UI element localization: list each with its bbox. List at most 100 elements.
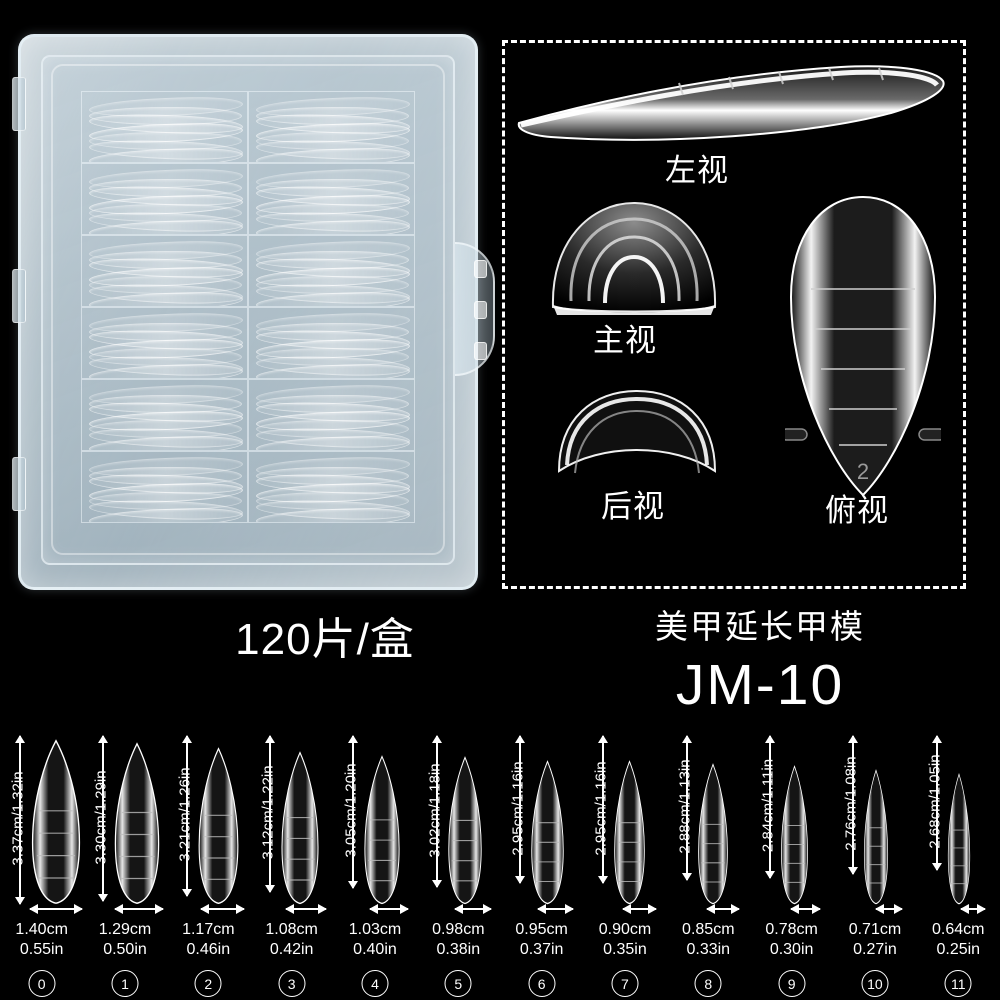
product-case-photo xyxy=(12,34,495,590)
height-dimension: 3.05cm/1.20in xyxy=(335,735,365,889)
height-arrow-icon xyxy=(431,735,442,888)
width-in-value: 0.55in xyxy=(19,941,64,958)
width-arrow-icon xyxy=(29,904,83,914)
height-dimension: 2.95cm/1.16in xyxy=(502,735,532,884)
size-column: 2.95cm/1.16in 0.90cm 0.35in 7 xyxy=(583,726,666,1000)
nail-form-icon xyxy=(113,741,161,906)
width-in-value: 0.42in xyxy=(269,941,314,958)
nail-tip-stack xyxy=(82,164,247,234)
width-arrow-icon xyxy=(790,904,822,914)
size-index-badge[interactable]: 5 xyxy=(444,970,472,997)
width-arrow-icon xyxy=(705,904,740,914)
nail-tip xyxy=(255,204,410,222)
nail-tip xyxy=(88,322,243,341)
height-dimension: 2.88cm/1.13in xyxy=(669,735,699,881)
case-clip-top xyxy=(474,260,487,278)
nail-tip xyxy=(88,492,243,510)
nail-form-icon xyxy=(697,762,729,906)
height-arrow-icon xyxy=(931,735,942,871)
nail-form-icon xyxy=(947,772,971,906)
top-view-nail-icon: 2 xyxy=(785,195,941,497)
size-index-badge[interactable]: 6 xyxy=(528,970,556,997)
four-view-diagram-panel: 左视 主视 后视 xyxy=(502,40,966,589)
width-in-value: 0.33in xyxy=(686,941,731,958)
compartment-cell xyxy=(81,235,248,307)
width-in-value: 0.37in xyxy=(519,941,564,958)
case-hinge-middle xyxy=(12,269,26,323)
compartment-cell xyxy=(248,163,415,235)
nail-tip xyxy=(255,132,410,150)
width-arrow-icon xyxy=(621,904,657,914)
size-index-badge[interactable]: 4 xyxy=(361,970,389,997)
size-index-badge[interactable]: 10 xyxy=(861,970,889,997)
compartment-cell xyxy=(248,307,415,379)
compartment-cell xyxy=(248,91,415,163)
size-index-badge[interactable]: 0 xyxy=(28,970,56,997)
nail-tip-stack xyxy=(82,92,247,162)
compartment-cell xyxy=(81,163,248,235)
width-arrow-icon xyxy=(959,904,986,914)
size-index-badge[interactable]: 3 xyxy=(278,970,306,997)
size-index-badge[interactable]: 8 xyxy=(694,970,722,997)
nail-tip xyxy=(88,178,243,197)
width-cm-value: 0.71cm xyxy=(848,921,902,938)
size-index-badge[interactable]: 7 xyxy=(611,970,639,997)
nail-tip xyxy=(255,466,410,485)
product-title-chinese: 美甲延长甲模 xyxy=(655,608,865,645)
nail-form-icon xyxy=(530,759,565,906)
size-index-badge[interactable]: 2 xyxy=(194,970,222,997)
height-dimension: 2.95cm/1.16in xyxy=(585,735,615,884)
width-cm-value: 0.90cm xyxy=(598,921,652,938)
nail-tip xyxy=(88,276,243,294)
nail-tip xyxy=(255,420,410,438)
top-view-size-mark: 2 xyxy=(857,459,869,484)
product-model-code: JM-10 xyxy=(675,653,845,717)
nail-tip-stack xyxy=(249,164,414,234)
nail-form-icon xyxy=(613,759,646,906)
height-label: 3.37cm/1.32in xyxy=(9,771,27,866)
top-view-label: 俯视 xyxy=(825,493,889,528)
nail-form-icon xyxy=(780,764,809,906)
case-latch xyxy=(455,242,495,376)
height-label: 2.68cm/1.05in xyxy=(926,754,944,849)
width-in-value: 0.35in xyxy=(603,941,647,958)
nail-tip xyxy=(255,250,410,269)
back-view-nail-icon xyxy=(557,389,717,474)
nail-tip xyxy=(88,466,243,485)
width-arrow-icon xyxy=(453,904,492,914)
size-index-badge[interactable]: 1 xyxy=(111,970,139,997)
product-title-block: 美甲延长甲模 JM-10 xyxy=(560,600,960,718)
nail-tip xyxy=(88,250,243,269)
nail-tip-stack xyxy=(82,452,247,522)
width-arrow-icon xyxy=(114,904,165,914)
width-arrow-icon xyxy=(875,904,904,914)
height-arrow-icon xyxy=(598,735,609,884)
case-clip-middle xyxy=(474,301,487,319)
width-cm-value: 0.78cm xyxy=(765,921,818,938)
nail-form-icon xyxy=(363,754,401,906)
nail-tip xyxy=(88,394,243,413)
height-arrow-icon xyxy=(764,735,775,879)
nail-form-icon xyxy=(280,750,320,906)
width-in-value: 0.27in xyxy=(853,941,897,958)
size-index-badge[interactable]: 11 xyxy=(944,970,972,997)
height-arrow-icon xyxy=(848,735,859,875)
compartment-cell xyxy=(81,451,248,523)
compartment-cell xyxy=(248,235,415,307)
width-cm-value: 1.17cm xyxy=(182,921,235,938)
size-index-badge[interactable]: 9 xyxy=(778,970,806,997)
width-cm-value: 1.40cm xyxy=(15,921,68,938)
nail-form-icon xyxy=(863,768,889,906)
nail-tip-stack xyxy=(249,380,414,450)
